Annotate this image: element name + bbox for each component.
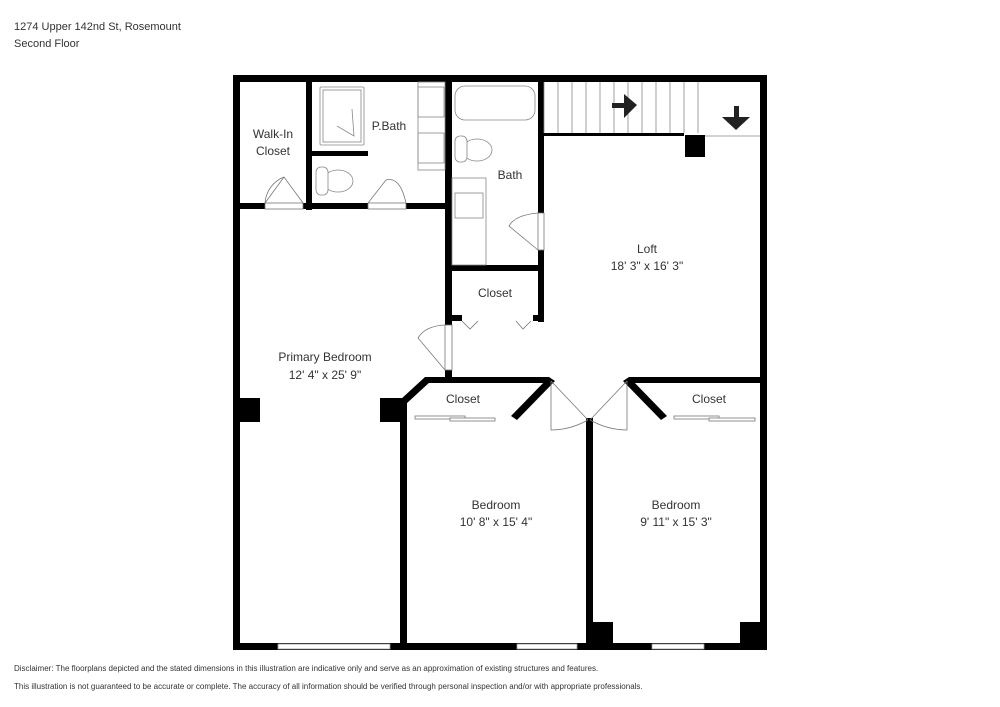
arrow-down-icon bbox=[722, 106, 750, 130]
outer-walls bbox=[233, 75, 767, 650]
bathtub bbox=[454, 85, 536, 121]
disclaimer-line-1: Disclaimer: The floorplans depicted and … bbox=[14, 664, 599, 673]
loft-dimensions: 18' 3" x 16' 3" bbox=[611, 259, 683, 273]
bedroom2-label: Bedroom bbox=[472, 498, 521, 512]
primary-bath-label: P.Bath bbox=[372, 119, 406, 133]
bedroom3-label: Bedroom bbox=[652, 498, 701, 512]
windows bbox=[277, 643, 705, 650]
interior-walls bbox=[240, 82, 760, 643]
closet-sliding-doors bbox=[414, 415, 756, 422]
bedroom2-dimensions: 10' 8" x 15' 4" bbox=[460, 515, 532, 529]
bedroom3-closet-label: Closet bbox=[692, 392, 727, 406]
walk-in-closet-label-2: Closet bbox=[256, 144, 291, 158]
floor-label: Second Floor bbox=[14, 38, 80, 50]
bath-sink bbox=[454, 192, 484, 219]
disclaimer-line-2: This illustration is not guaranteed to b… bbox=[14, 682, 643, 691]
primary-bedroom-label: Primary Bedroom bbox=[278, 350, 371, 364]
primary-bedroom-dimensions: 12' 4" x 25' 9" bbox=[289, 368, 361, 382]
bathroom-fixtures bbox=[315, 81, 536, 266]
bedroom2-closet-label: Closet bbox=[446, 392, 481, 406]
sink bbox=[417, 86, 445, 118]
stairs bbox=[543, 82, 760, 137]
walk-in-closet-label: Walk-In bbox=[253, 127, 293, 141]
loft-label: Loft bbox=[637, 242, 658, 256]
hall-closet-label: Closet bbox=[478, 286, 513, 300]
address-title: 1274 Upper 142nd St, Rosemount bbox=[14, 21, 181, 33]
arrow-right-icon bbox=[612, 94, 637, 118]
doors bbox=[264, 176, 628, 431]
bedroom3-dimensions: 9' 11" x 15' 3" bbox=[640, 515, 712, 529]
bath-label: Bath bbox=[498, 168, 523, 182]
